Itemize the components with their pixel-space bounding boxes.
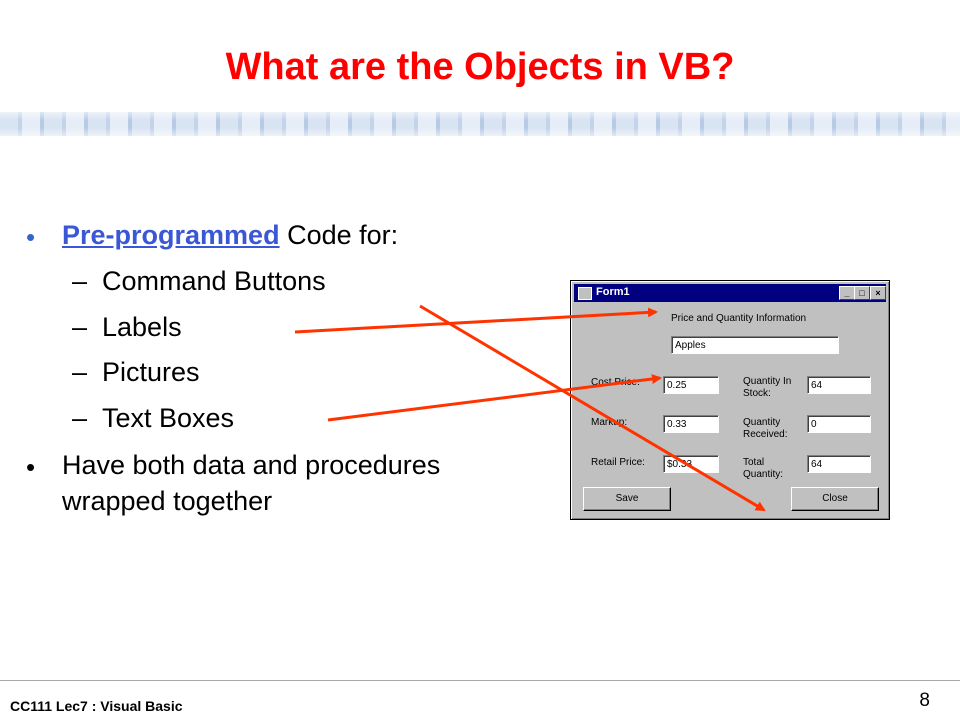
dash: – (72, 312, 88, 342)
retail-price-label: Retail Price: (591, 457, 645, 468)
retail-price-textbox[interactable]: $0.33 (663, 455, 719, 473)
markup-label: Markup: (591, 417, 628, 428)
slide-title: What are the Objects in VB? (225, 46, 735, 88)
dash: – (72, 403, 88, 433)
sub-item-label: Command Buttons (102, 266, 326, 296)
sub-item-pictures: –Pictures (72, 355, 200, 389)
decorative-band (0, 112, 960, 136)
form-icon (578, 287, 592, 300)
qty-received-label: Quantity Received: (743, 417, 787, 441)
qty-received-textbox[interactable]: 0 (807, 415, 871, 433)
bullet-data-procedures-cont: wrapped together (62, 486, 273, 516)
bullet-marker: • (26, 222, 36, 252)
page-number: 8 (919, 690, 930, 711)
sub-item-text-boxes: –Text Boxes (72, 401, 234, 435)
product-textbox[interactable]: Apples (671, 336, 839, 354)
label-line: Received: (743, 429, 788, 440)
bullet-text: Code for: (279, 220, 399, 250)
qty-in-stock-label: Quantity In Stock: (743, 376, 791, 400)
save-button[interactable]: Save (583, 487, 671, 511)
dash: – (72, 266, 88, 296)
bullet-pre-programmed: Pre-programmed Code for: (62, 218, 398, 252)
form-title: Form1 (596, 286, 630, 298)
maximize-button[interactable]: □ (854, 286, 870, 300)
cost-price-textbox[interactable]: 0.25 (663, 376, 719, 394)
dash: – (72, 357, 88, 387)
sub-item-label: Text Boxes (102, 403, 235, 433)
label-line: Quantity (743, 417, 781, 428)
pre-programmed-link[interactable]: Pre-programmed (62, 220, 280, 250)
bullet-marker: • (26, 452, 36, 482)
label-line: Total (743, 457, 765, 468)
sub-item-labels: –Labels (72, 310, 182, 344)
price-quantity-label: Price and Quantity Information (671, 313, 807, 324)
minimize-button[interactable]: _ (839, 286, 855, 300)
close-window-button[interactable]: × (870, 286, 886, 300)
label-line: Quantity In (743, 376, 792, 387)
sub-item-command-buttons: –Command Buttons (72, 264, 326, 298)
footer-text: CC111 Lec7 : Visual Basic (10, 698, 183, 714)
markup-textbox[interactable]: 0.33 (663, 415, 719, 433)
footer-divider (0, 680, 960, 681)
total-qty-textbox[interactable]: 64 (807, 455, 871, 473)
sub-item-label: Pictures (102, 357, 200, 387)
form-title-bar[interactable]: Form1 _ □ × (574, 284, 886, 302)
label-line: Quantity: (743, 469, 784, 480)
qty-in-stock-textbox[interactable]: 64 (807, 376, 871, 394)
vb-form-window: Form1 _ □ × Price and Quantity Informati… (570, 280, 890, 520)
close-button[interactable]: Close (791, 487, 879, 511)
bullet-data-procedures: Have both data and procedures (62, 450, 441, 480)
total-qty-label: Total Quantity: (743, 457, 783, 481)
cost-price-label: Cost Price: (591, 377, 640, 388)
sub-item-label: Labels (102, 312, 182, 342)
label-line: Stock: (743, 388, 771, 399)
